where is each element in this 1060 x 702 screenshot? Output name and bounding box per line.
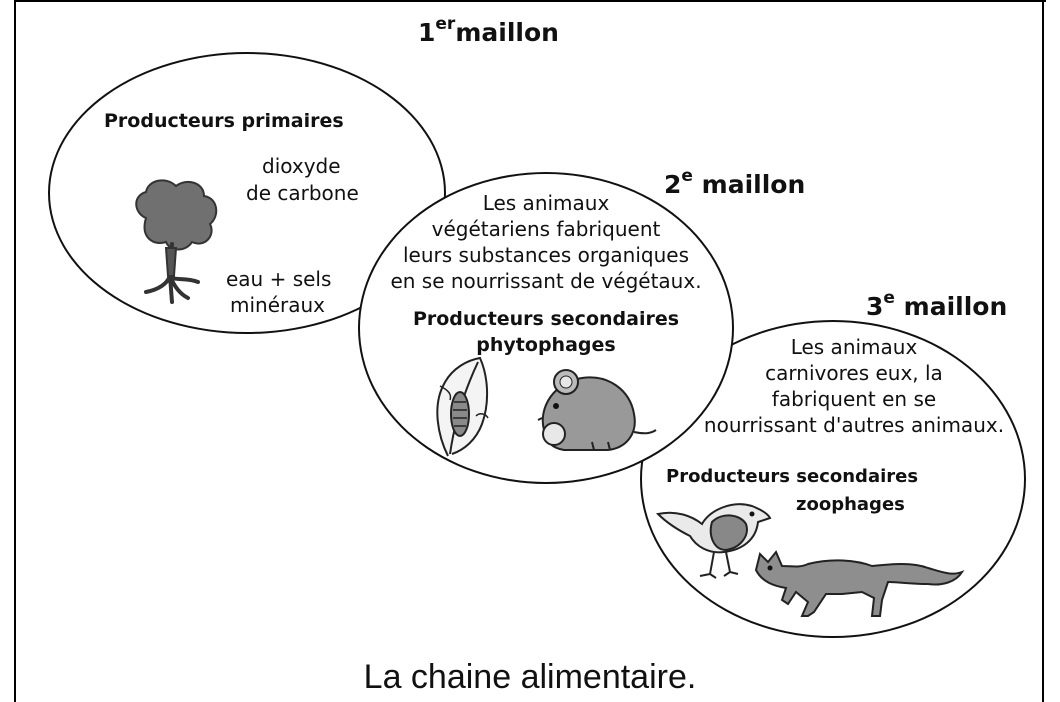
mouse-icon	[534, 368, 658, 454]
second-link-description-line2: végétariens fabriquent	[364, 216, 728, 242]
carbon-dioxide-label-line2: de carbone	[246, 180, 359, 206]
zoophages-title-line2: zoophages	[796, 492, 905, 518]
third-link-description-line4: nourrissant d'autres animaux.	[694, 412, 1014, 438]
secondary-producers-phytophages-title: Producteurs secondaires phytophages	[364, 306, 728, 358]
third-link-description-line1: Les animaux	[694, 334, 1014, 360]
first-link-label: 1ermaillon	[418, 18, 559, 47]
phytophages-title-line2: phytophages	[364, 332, 728, 358]
leaf-icon	[428, 356, 498, 460]
carbon-dioxide-label-line1: dioxyde	[262, 153, 341, 179]
second-link-description: Les animaux végétariens fabriquent leurs…	[364, 190, 728, 294]
primary-producers-title: Producteurs primaires	[104, 108, 344, 134]
tree-icon	[126, 178, 226, 308]
second-link-description-line1: Les animaux	[364, 190, 728, 216]
second-link-description-line3: leurs substances organiques	[364, 242, 728, 268]
third-link-description-line2: carnivores eux, la	[694, 360, 1014, 386]
phytophages-title-line1: Producteurs secondaires	[364, 306, 728, 332]
water-minerals-label-line1: eau + sels	[226, 266, 331, 292]
third-link-label: 3e maillon	[866, 292, 1007, 321]
third-link-description: Les animaux carnivores eux, la fabriquen…	[694, 334, 1014, 438]
water-minerals-label-line2: minéraux	[230, 292, 325, 318]
fox-icon	[752, 542, 964, 618]
third-link-description-line3: fabriquent en se	[694, 386, 1014, 412]
second-link-description-line4: en se nourrissant de végétaux.	[364, 268, 728, 294]
diagram-caption: La chaine alimentaire.	[0, 658, 1060, 697]
zoophages-title-line1: Producteurs secondaires	[666, 464, 918, 490]
